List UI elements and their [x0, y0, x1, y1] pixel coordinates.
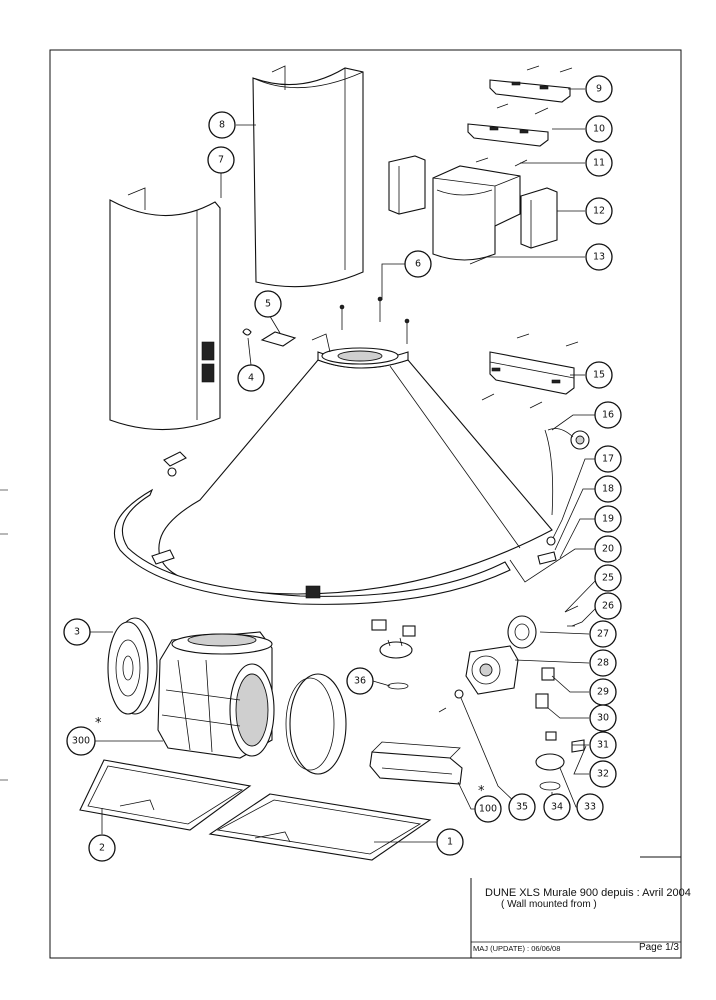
- callout-4: 4: [237, 364, 265, 392]
- wall-bracket-lower: [481, 333, 579, 409]
- chimney-cover-lower: [109, 187, 221, 431]
- svg-text:9: 9: [596, 84, 602, 95]
- svg-text:36: 36: [354, 676, 366, 687]
- callout-20: 20: [594, 535, 622, 563]
- svg-text:30: 30: [597, 713, 609, 724]
- svg-text:29: 29: [597, 687, 609, 698]
- callout-8: 8: [208, 111, 236, 139]
- callout-25: 25: [594, 564, 622, 592]
- callout-33: 33: [576, 793, 604, 821]
- callout-5: 5: [254, 290, 282, 318]
- callout-32: 32: [589, 760, 617, 788]
- svg-text:15: 15: [593, 370, 605, 381]
- lighting-module: [369, 741, 463, 785]
- canopy-fixings: [151, 451, 187, 565]
- svg-text:300: 300: [72, 736, 90, 747]
- svg-text:13: 13: [593, 252, 605, 263]
- callout-29: 29: [589, 678, 617, 706]
- drawing-frame: [49, 49, 682, 959]
- callout-31: 31: [589, 731, 617, 759]
- update-date: MAJ (UPDATE) : 06/06/08: [473, 944, 561, 953]
- svg-text:8: 8: [219, 120, 225, 131]
- wall-bracket-middle: [467, 123, 549, 167]
- callout-19: 19: [594, 505, 622, 533]
- callout-12: 12: [585, 197, 613, 225]
- svg-text:34: 34: [551, 802, 563, 813]
- motor-cover-disc: [285, 673, 409, 775]
- svg-text:20: 20: [602, 544, 614, 555]
- callout-7: 7: [207, 146, 235, 174]
- callout-34: 34: [543, 793, 571, 821]
- svg-text:31: 31: [597, 740, 609, 751]
- misc-fittings: [438, 689, 585, 791]
- svg-text:32: 32: [597, 769, 609, 780]
- callout-15: 15: [585, 361, 613, 389]
- fixing-screws: [339, 296, 410, 344]
- model-title: DUNE XLS Murale 900 depuis : Avril 2004: [485, 887, 691, 899]
- svg-text:27: 27: [597, 629, 609, 640]
- duct-spacers: [388, 155, 558, 249]
- svg-text:26: 26: [602, 601, 614, 612]
- callout-9: 9: [585, 75, 613, 103]
- carbon-filter: [107, 617, 158, 715]
- svg-text:7: 7: [218, 155, 224, 166]
- svg-text:16: 16: [602, 410, 614, 421]
- svg-text:28: 28: [597, 658, 609, 669]
- lamp-cable: [544, 428, 590, 516]
- callout-13: 13: [585, 243, 613, 271]
- svg-text:11: 11: [593, 158, 605, 169]
- callout-300: 300: [66, 726, 96, 756]
- svg-text:1: 1: [447, 837, 453, 848]
- switch-components: [371, 619, 416, 659]
- callout-18: 18: [594, 475, 622, 503]
- wall-bracket-upper: [489, 65, 573, 115]
- leader-lines: [90, 88, 599, 843]
- svg-text:3: 3: [74, 627, 80, 638]
- svg-text:4: 4: [248, 373, 254, 384]
- svg-text:33: 33: [584, 802, 596, 813]
- callout-2: 2: [88, 834, 116, 862]
- small-components: [537, 536, 579, 627]
- callout-27: 27: [589, 620, 617, 648]
- model-subtitle: ( Wall mounted from ): [501, 899, 597, 910]
- svg-text:100: 100: [479, 804, 497, 815]
- callout-16: 16: [594, 401, 622, 429]
- callout-26: 26: [594, 592, 622, 620]
- grease-filter-left: [79, 759, 252, 831]
- hood-canopy: [158, 333, 553, 595]
- motor-blower: [157, 631, 275, 759]
- electrical-components: [465, 615, 555, 709]
- asterisk-300: *: [95, 716, 102, 731]
- svg-text:18: 18: [602, 484, 614, 495]
- callout-30: 30: [589, 704, 617, 732]
- callout-35: 35: [508, 793, 536, 821]
- svg-text:5: 5: [265, 299, 271, 310]
- chimney-cover-upper: [252, 65, 364, 288]
- front-trim: [113, 488, 511, 605]
- page-number: Page 1/3: [638, 942, 679, 953]
- svg-text:19: 19: [602, 514, 614, 525]
- svg-text:35: 35: [516, 802, 528, 813]
- callout-11: 11: [585, 149, 613, 177]
- callout-28: 28: [589, 649, 617, 677]
- callout-1: 1: [436, 828, 464, 856]
- callout-17: 17: [594, 445, 622, 473]
- callout-3: 3: [63, 618, 91, 646]
- svg-text:25: 25: [602, 573, 614, 584]
- duct-adaptor: [432, 165, 521, 261]
- svg-text:12: 12: [593, 206, 605, 217]
- callout-6: 6: [404, 250, 432, 278]
- asterisk-100: *: [478, 784, 485, 799]
- svg-text:2: 2: [99, 843, 105, 854]
- callout-36: 36: [346, 667, 374, 695]
- grease-filter-right: [208, 793, 432, 861]
- svg-text:10: 10: [593, 124, 605, 135]
- svg-text:6: 6: [415, 259, 421, 270]
- clips: [242, 328, 297, 347]
- callout-10: 10: [585, 115, 613, 143]
- title-block: DUNE XLS Murale 900 depuis : Avril 2004 …: [471, 878, 691, 958]
- callout-100: 100: [474, 795, 502, 823]
- svg-text:17: 17: [602, 454, 614, 465]
